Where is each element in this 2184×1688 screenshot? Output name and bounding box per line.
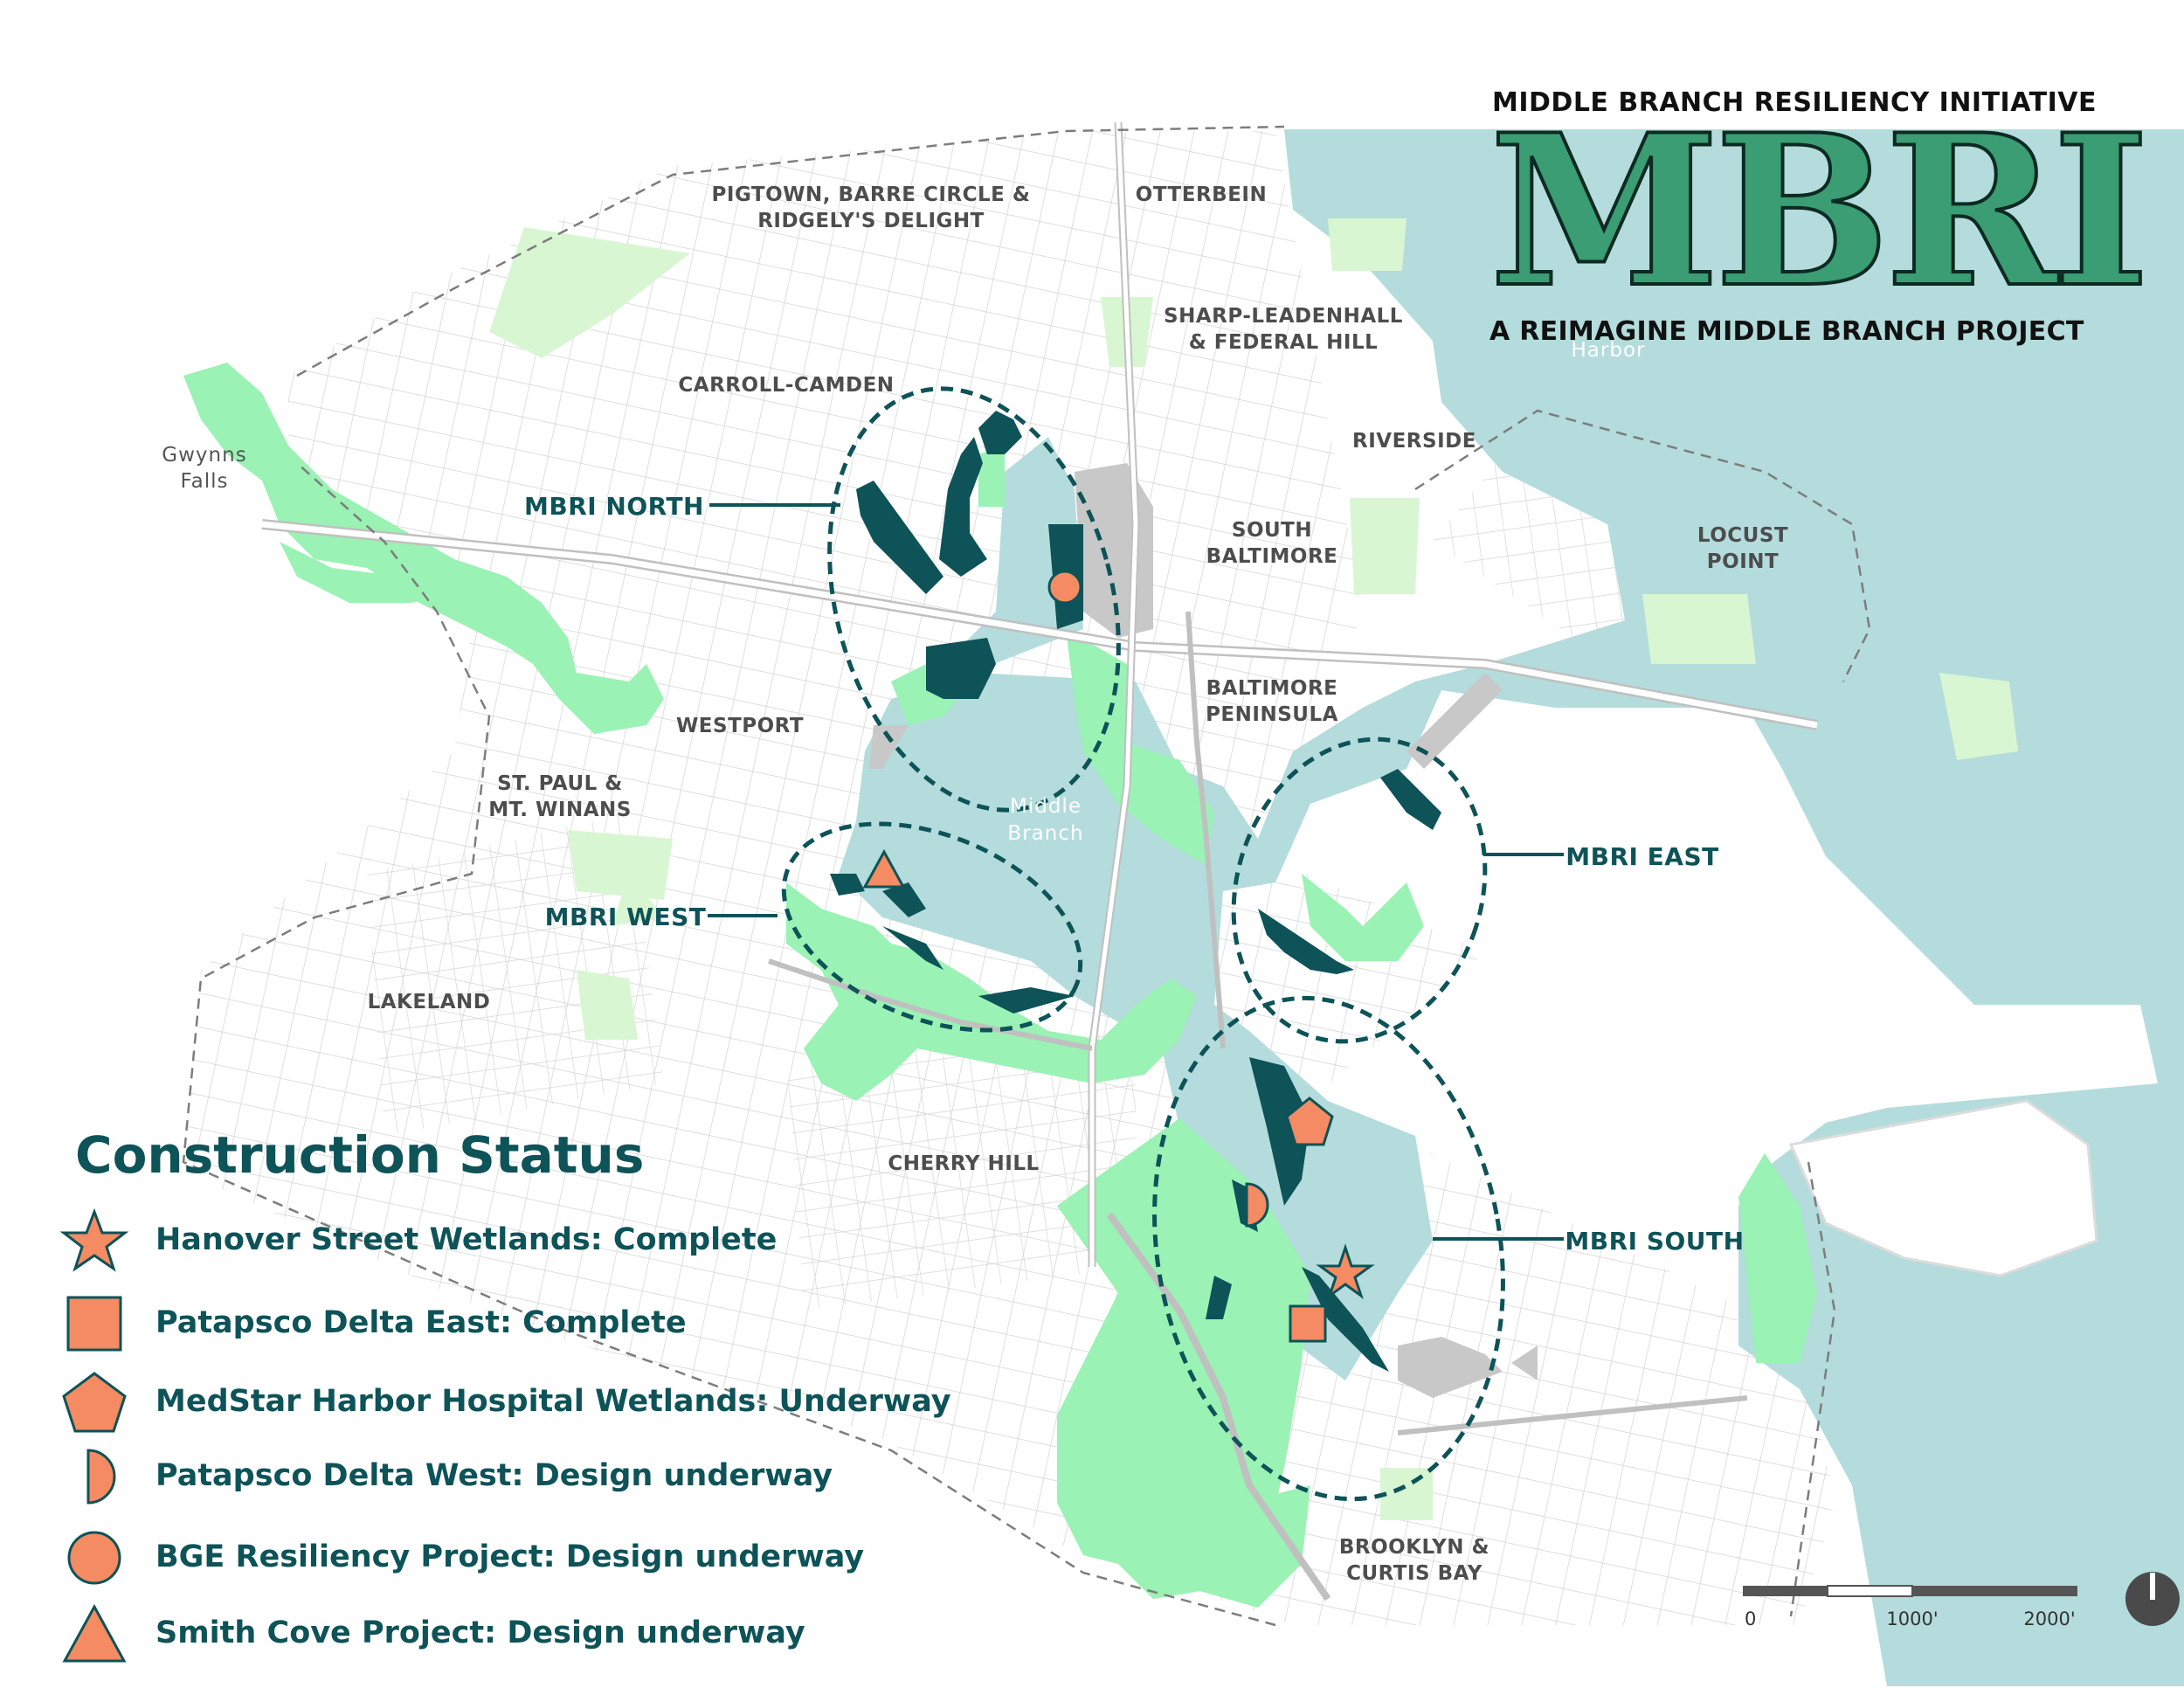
label-south-baltimore-1: SOUTH	[1232, 519, 1312, 542]
patapsco-west-marker	[1245, 1182, 1269, 1228]
site-leader-lines	[708, 503, 1564, 1241]
legend-label: Patapsco Delta East: Complete	[156, 1305, 687, 1340]
header-title: MBRI	[1488, 90, 2152, 334]
legend-label: Smith Cove Project: Design underway	[156, 1615, 805, 1650]
label-middle: Middle	[1010, 795, 1082, 818]
label-harbor: Harbor	[1572, 339, 1646, 362]
scale-label-0: 0	[1745, 1608, 1756, 1629]
legend-label: Patapsco Delta West: Design underway	[156, 1458, 833, 1493]
scale-label-1000: 1000'	[1886, 1608, 1938, 1629]
label-baltimore-peninsula-1: BALTIMORE	[1206, 677, 1338, 700]
legend-label: MedStar Harbor Hospital Wetlands: Underw…	[156, 1384, 951, 1419]
north-arrow-icon	[2125, 1572, 2180, 1626]
label-mbri-south: MBRI SOUTH	[1565, 1227, 1744, 1256]
pentagon-icon	[62, 1372, 127, 1433]
legend-label: BGE Resiliency Project: Design underway	[156, 1539, 865, 1574]
label-otterbein: OTTERBEIN	[1136, 183, 1267, 206]
project-footprints	[830, 411, 1441, 1372]
label-mt-winans: MT. WINANS	[488, 799, 632, 821]
site-ellipses	[781, 386, 1505, 1502]
label-gwynns: Gwynns	[162, 444, 246, 467]
label-federal-hill: & FEDERAL HILL	[1189, 331, 1379, 354]
label-south-baltimore-2: BALTIMORE	[1206, 545, 1338, 568]
label-westport: WESTPORT	[676, 715, 804, 737]
header-subtitle: A REIMAGINE MIDDLE BRANCH PROJECT	[1489, 316, 2084, 347]
label-cherry-hill: CHERRY HILL	[888, 1152, 1039, 1175]
label-ridgelys-delight: RIDGELY'S DELIGHT	[757, 210, 985, 232]
water-labels: Gwynns Falls Middle Branch Harbor	[162, 339, 1646, 845]
hanover-marker	[1316, 1243, 1375, 1299]
label-pigtown: PIGTOWN, BARRE CIRCLE &	[712, 183, 1031, 206]
label-mbri-west: MBRI WEST	[545, 903, 707, 931]
legend-item-hanover: Hanover Street Wetlands: Complete	[59, 1208, 1020, 1273]
label-locust-point-1: LOCUST	[1697, 524, 1788, 547]
patapsco-east-marker	[1289, 1304, 1327, 1343]
legend-title: Construction Status	[75, 1125, 645, 1185]
existing-parks	[489, 218, 2018, 1520]
site-labels: MBRI NORTH MBRI WEST MBRI EAST MBRI SOUT…	[524, 492, 1744, 1256]
project-markers	[862, 570, 1375, 1343]
label-carroll-camden: CARROLL-CAMDEN	[678, 374, 894, 397]
mbri-east-ellipse	[1231, 737, 1488, 1044]
triangle-icon	[62, 1603, 127, 1663]
label-mbri-east: MBRI EAST	[1565, 842, 1719, 871]
bge-marker	[1047, 570, 1082, 605]
legend-label: Hanover Street Wetlands: Complete	[156, 1222, 778, 1257]
label-lakeland: LAKELAND	[368, 991, 491, 1013]
legend-item-patapsco-west: Patapsco Delta West: Design underway	[59, 1444, 1020, 1509]
label-curtis-bay: CURTIS BAY	[1346, 1562, 1482, 1585]
square-icon	[66, 1296, 122, 1352]
label-riverside: RIVERSIDE	[1352, 430, 1476, 453]
highways	[261, 121, 1819, 1602]
half-circle-icon	[86, 1449, 116, 1505]
label-brooklyn: BROOKLYN &	[1339, 1536, 1489, 1559]
legend-item-bge: BGE Resiliency Project: Design underway	[59, 1525, 1020, 1590]
circle-icon	[67, 1531, 121, 1585]
water-body	[839, 129, 2184, 1686]
medstar-marker	[1285, 1097, 1334, 1146]
mbri-south-ellipse	[1152, 995, 1505, 1502]
scale-bar: 0 1000' 2000'	[1743, 1585, 2077, 1629]
star-icon	[59, 1208, 129, 1272]
header-top-line: MIDDLE BRANCH RESILIENCY INITIATIVE	[1492, 87, 2097, 118]
study-area-boundary	[182, 125, 1871, 1627]
neighborhood-labels: PIGTOWN, BARRE CIRCLE & RIDGELY'S DELIGH…	[368, 183, 1788, 1585]
label-branch: Branch	[1007, 822, 1083, 845]
legend-item-smith-cove: Smith Cove Project: Design underway	[59, 1602, 1020, 1666]
smith-cove-marker	[862, 848, 906, 889]
label-falls: Falls	[181, 470, 229, 493]
label-sharp-leadenhall: SHARP-LEADENHALL	[1164, 305, 1403, 328]
scale-label-2000: 2000'	[2023, 1608, 2075, 1629]
label-mbri-north: MBRI NORTH	[524, 492, 704, 521]
label-st-paul: ST. PAUL &	[497, 772, 623, 795]
label-baltimore-peninsula-2: PENINSULA	[1206, 703, 1338, 726]
mbri-north-ellipse	[827, 386, 1121, 813]
legend-item-medstar: MedStar Harbor Hospital Wetlands: Underw…	[59, 1370, 1020, 1435]
mbri-west-ellipse	[781, 821, 1083, 1033]
label-locust-point-2: POINT	[1707, 550, 1779, 573]
legend-item-patapsco-east: Patapsco Delta East: Complete	[59, 1291, 1020, 1356]
